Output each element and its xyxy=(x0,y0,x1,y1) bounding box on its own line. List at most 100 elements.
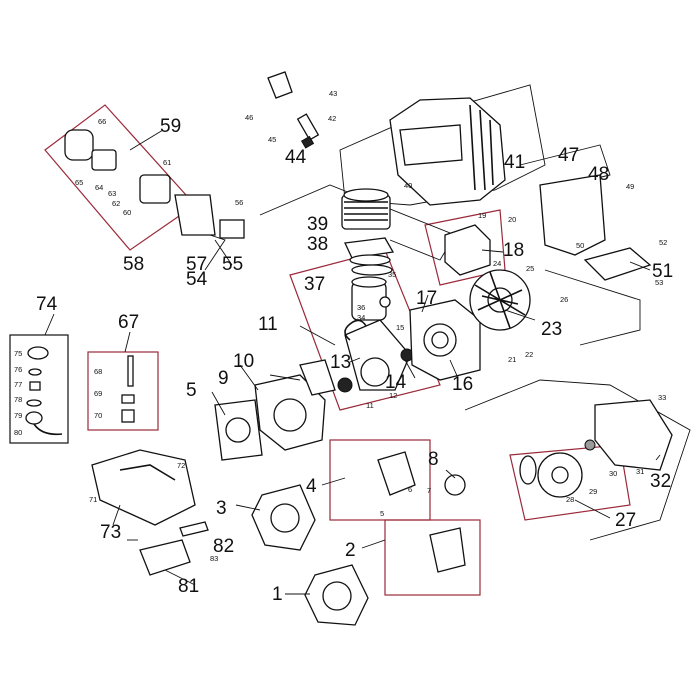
spark-plug-cap xyxy=(267,71,293,99)
sub-part-label-7: 7 xyxy=(427,486,431,495)
spark-plug xyxy=(296,113,320,149)
piston-rings xyxy=(349,254,393,276)
part-label-44: 44 xyxy=(285,147,307,168)
part-label-59: 59 xyxy=(160,116,181,137)
part-label-41: 41 xyxy=(504,152,525,173)
sub-part-label-79: 79 xyxy=(14,411,22,420)
intake-spacer xyxy=(219,219,245,239)
sub-part-label-75: 75 xyxy=(14,349,22,358)
part-label-55: 55 xyxy=(222,254,243,275)
sub-part-label-49: 49 xyxy=(626,182,634,191)
part-label-17: 17 xyxy=(416,288,437,309)
sub-part-label-52: 52 xyxy=(659,238,667,247)
fuel-cap-parts xyxy=(25,346,63,436)
sub-part-label-45: 45 xyxy=(268,135,276,144)
part-label-74: 74 xyxy=(36,294,58,315)
sub-part-label-76: 76 xyxy=(14,365,22,374)
sub-part-label-69: 69 xyxy=(94,389,102,398)
sub-part-label-62: 62 xyxy=(112,199,120,208)
sub-part-label-56: 56 xyxy=(235,198,243,207)
part-label-48: 48 xyxy=(588,164,609,185)
sub-part-label-70: 70 xyxy=(94,411,102,420)
sub-part-label-25: 25 xyxy=(526,264,534,273)
fan-housing xyxy=(539,174,606,256)
sub-part-label-40: 40 xyxy=(404,181,412,190)
sub-part-label-68: 68 xyxy=(94,367,102,376)
cylinder xyxy=(341,188,391,230)
part-label-14: 14 xyxy=(385,372,407,393)
part-label-57: 57 xyxy=(186,254,207,275)
sub-part-label-31: 31 xyxy=(636,467,644,476)
part-label-16: 16 xyxy=(452,374,473,395)
part-label-8: 8 xyxy=(428,449,439,470)
part-label-39: 39 xyxy=(307,214,328,235)
cover-plate xyxy=(583,247,652,281)
sub-part-label-78: 78 xyxy=(14,395,22,404)
piston xyxy=(351,276,391,321)
sub-part-label-28: 28 xyxy=(566,495,574,504)
snap-ring xyxy=(344,319,367,341)
part-label-1: 1 xyxy=(272,584,283,605)
sub-part-label-72: 72 xyxy=(177,461,185,470)
cylinder-gasket xyxy=(344,237,395,259)
fan-cover xyxy=(594,399,673,471)
sub-part-label-5: 5 xyxy=(380,509,384,518)
part-label-51: 51 xyxy=(652,261,673,282)
sub-part-label-71: 71 xyxy=(89,495,97,504)
sub-part-label-20: 20 xyxy=(508,215,516,224)
part-label-11: 11 xyxy=(258,314,278,335)
sub-part-label-42: 42 xyxy=(328,114,336,123)
sub-part-label-80: 80 xyxy=(14,428,22,437)
part-label-73: 73 xyxy=(100,522,121,543)
clutch xyxy=(519,439,596,498)
part-label-67: 67 xyxy=(118,312,139,333)
frame-starter-pawl-set-top xyxy=(329,439,431,521)
leader-lines xyxy=(44,129,661,595)
sub-part-label-26: 26 xyxy=(560,295,568,304)
starter-pulley-bottom xyxy=(429,527,466,573)
starter-pulley-top xyxy=(377,451,416,496)
sub-part-label-83: 83 xyxy=(210,554,218,563)
sub-part-label-11: 11 xyxy=(366,401,374,410)
sub-part-label-33: 33 xyxy=(658,393,666,402)
part-label-37: 37 xyxy=(304,274,325,295)
part-label-81: 81 xyxy=(178,576,199,597)
sub-part-label-21: 21 xyxy=(508,355,516,364)
part-label-5: 5 xyxy=(186,380,197,401)
part-label-58: 58 xyxy=(123,254,144,275)
part-label-54: 54 xyxy=(186,269,208,290)
sub-part-label-35: 35 xyxy=(388,270,396,279)
sub-part-label-34: 34 xyxy=(357,313,365,322)
sub-part-label-30: 30 xyxy=(609,469,617,478)
sub-part-label-53: 53 xyxy=(655,278,663,287)
part-label-32: 32 xyxy=(650,471,671,492)
frame-handle-kit xyxy=(87,351,159,431)
sub-part-label-29: 29 xyxy=(589,487,597,496)
sub-part-label-50: 50 xyxy=(576,241,584,250)
frame-fuel-tank-parts xyxy=(9,334,69,444)
sub-part-label-15: 15 xyxy=(396,323,404,332)
part-label-23: 23 xyxy=(541,319,562,340)
part-label-18: 18 xyxy=(503,240,524,261)
part-label-4: 4 xyxy=(306,476,317,497)
sub-part-label-66: 66 xyxy=(98,117,106,126)
crankshaft xyxy=(337,319,414,393)
frame-starter-pawl-set-bottom xyxy=(384,519,481,596)
frame-clutch-assembly xyxy=(509,444,631,521)
sub-part-label-63: 63 xyxy=(108,189,116,198)
sub-part-label-64: 64 xyxy=(95,183,103,192)
air-filter xyxy=(64,129,171,204)
part-label-27: 27 xyxy=(615,510,636,531)
sub-part-label-22: 22 xyxy=(525,350,533,359)
crankcase xyxy=(409,299,481,381)
part-label-2: 2 xyxy=(345,540,356,561)
throttle-parts xyxy=(121,355,135,423)
engine-shroud xyxy=(389,97,506,206)
clip-82 xyxy=(179,521,209,537)
part-label-47: 47 xyxy=(558,145,579,166)
clutch-gasket xyxy=(299,359,336,396)
sub-part-label-24: 24 xyxy=(493,259,501,268)
part-label-3: 3 xyxy=(216,498,227,519)
